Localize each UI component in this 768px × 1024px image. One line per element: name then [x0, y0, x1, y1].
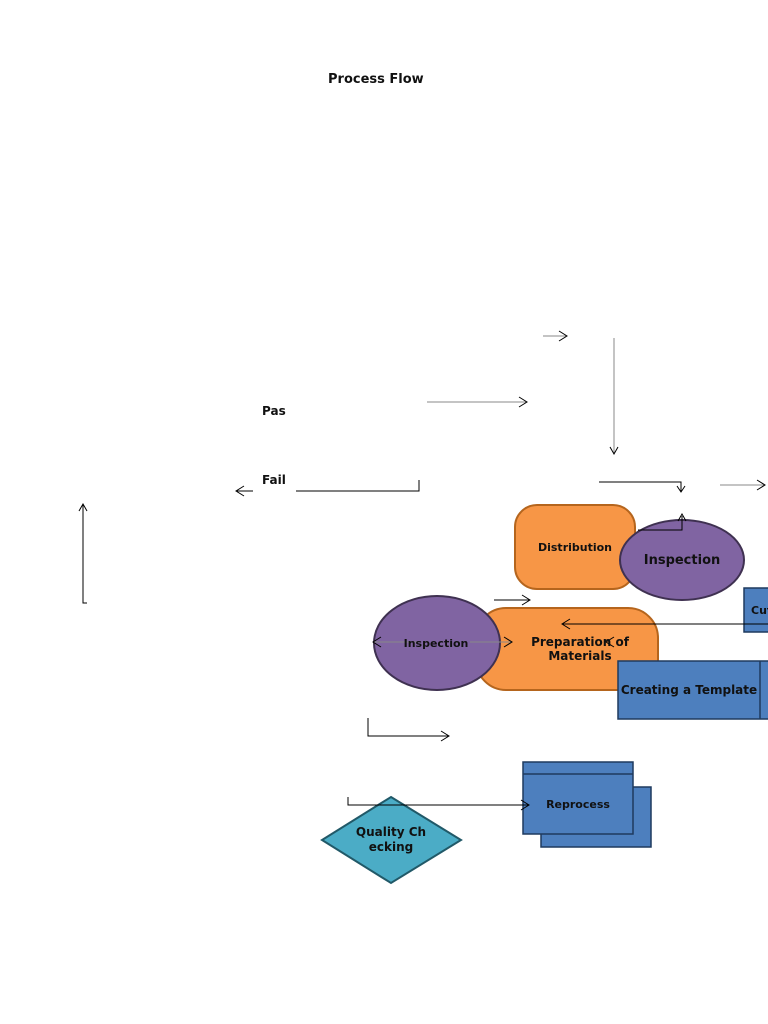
connector-up-into-inspection — [638, 516, 683, 531]
creating-template-label: Creating a Template — [620, 683, 758, 697]
arrowhead-fail — [235, 485, 245, 497]
pass-label: Pas — [262, 404, 286, 418]
arrowhead-down — [609, 446, 619, 456]
arrowhead-insp-prep — [503, 636, 513, 648]
arrowhead-right-far — [756, 479, 766, 491]
arrowhead-top — [558, 330, 568, 342]
inspection-right-label: Inspection — [643, 552, 721, 568]
quality-checking-label: Quality Checking — [355, 825, 427, 854]
arrowhead-up-left — [78, 502, 88, 512]
arrowhead-right-down — [676, 485, 686, 493]
connector-right-down — [599, 481, 682, 491]
distribution-label: Distribution — [537, 540, 613, 554]
arrowhead-pass — [518, 396, 528, 408]
arrowhead-to-prep — [521, 594, 531, 606]
diagram-title: Process Flow — [328, 72, 424, 87]
arrowhead-prep-left — [605, 636, 615, 648]
arrowhead-from-cutting — [561, 618, 571, 630]
cutting-label: Cut — [751, 603, 768, 617]
connector-qc-reprocess — [347, 797, 529, 806]
arrowhead-up-inspection — [677, 512, 687, 522]
inspection-left-label: Inspection — [403, 636, 469, 650]
arrowhead-insp-left — [372, 636, 382, 648]
arrowhead-qc-reprocess — [520, 799, 530, 811]
fail-label: Fail — [262, 473, 286, 487]
connectors — [78, 330, 768, 811]
creating-template-shape[interactable] — [617, 660, 768, 720]
connector-below-inspection — [367, 718, 449, 737]
connector-left-up — [82, 505, 87, 604]
connector-fail — [296, 480, 420, 492]
preparation-label: Preparation of Materials — [531, 635, 629, 663]
quality-checking-shape[interactable] — [320, 795, 463, 885]
cutting-shape[interactable] — [743, 587, 768, 633]
reprocess-label: Reprocess — [546, 797, 610, 811]
arrowhead-below-inspection — [440, 730, 450, 742]
